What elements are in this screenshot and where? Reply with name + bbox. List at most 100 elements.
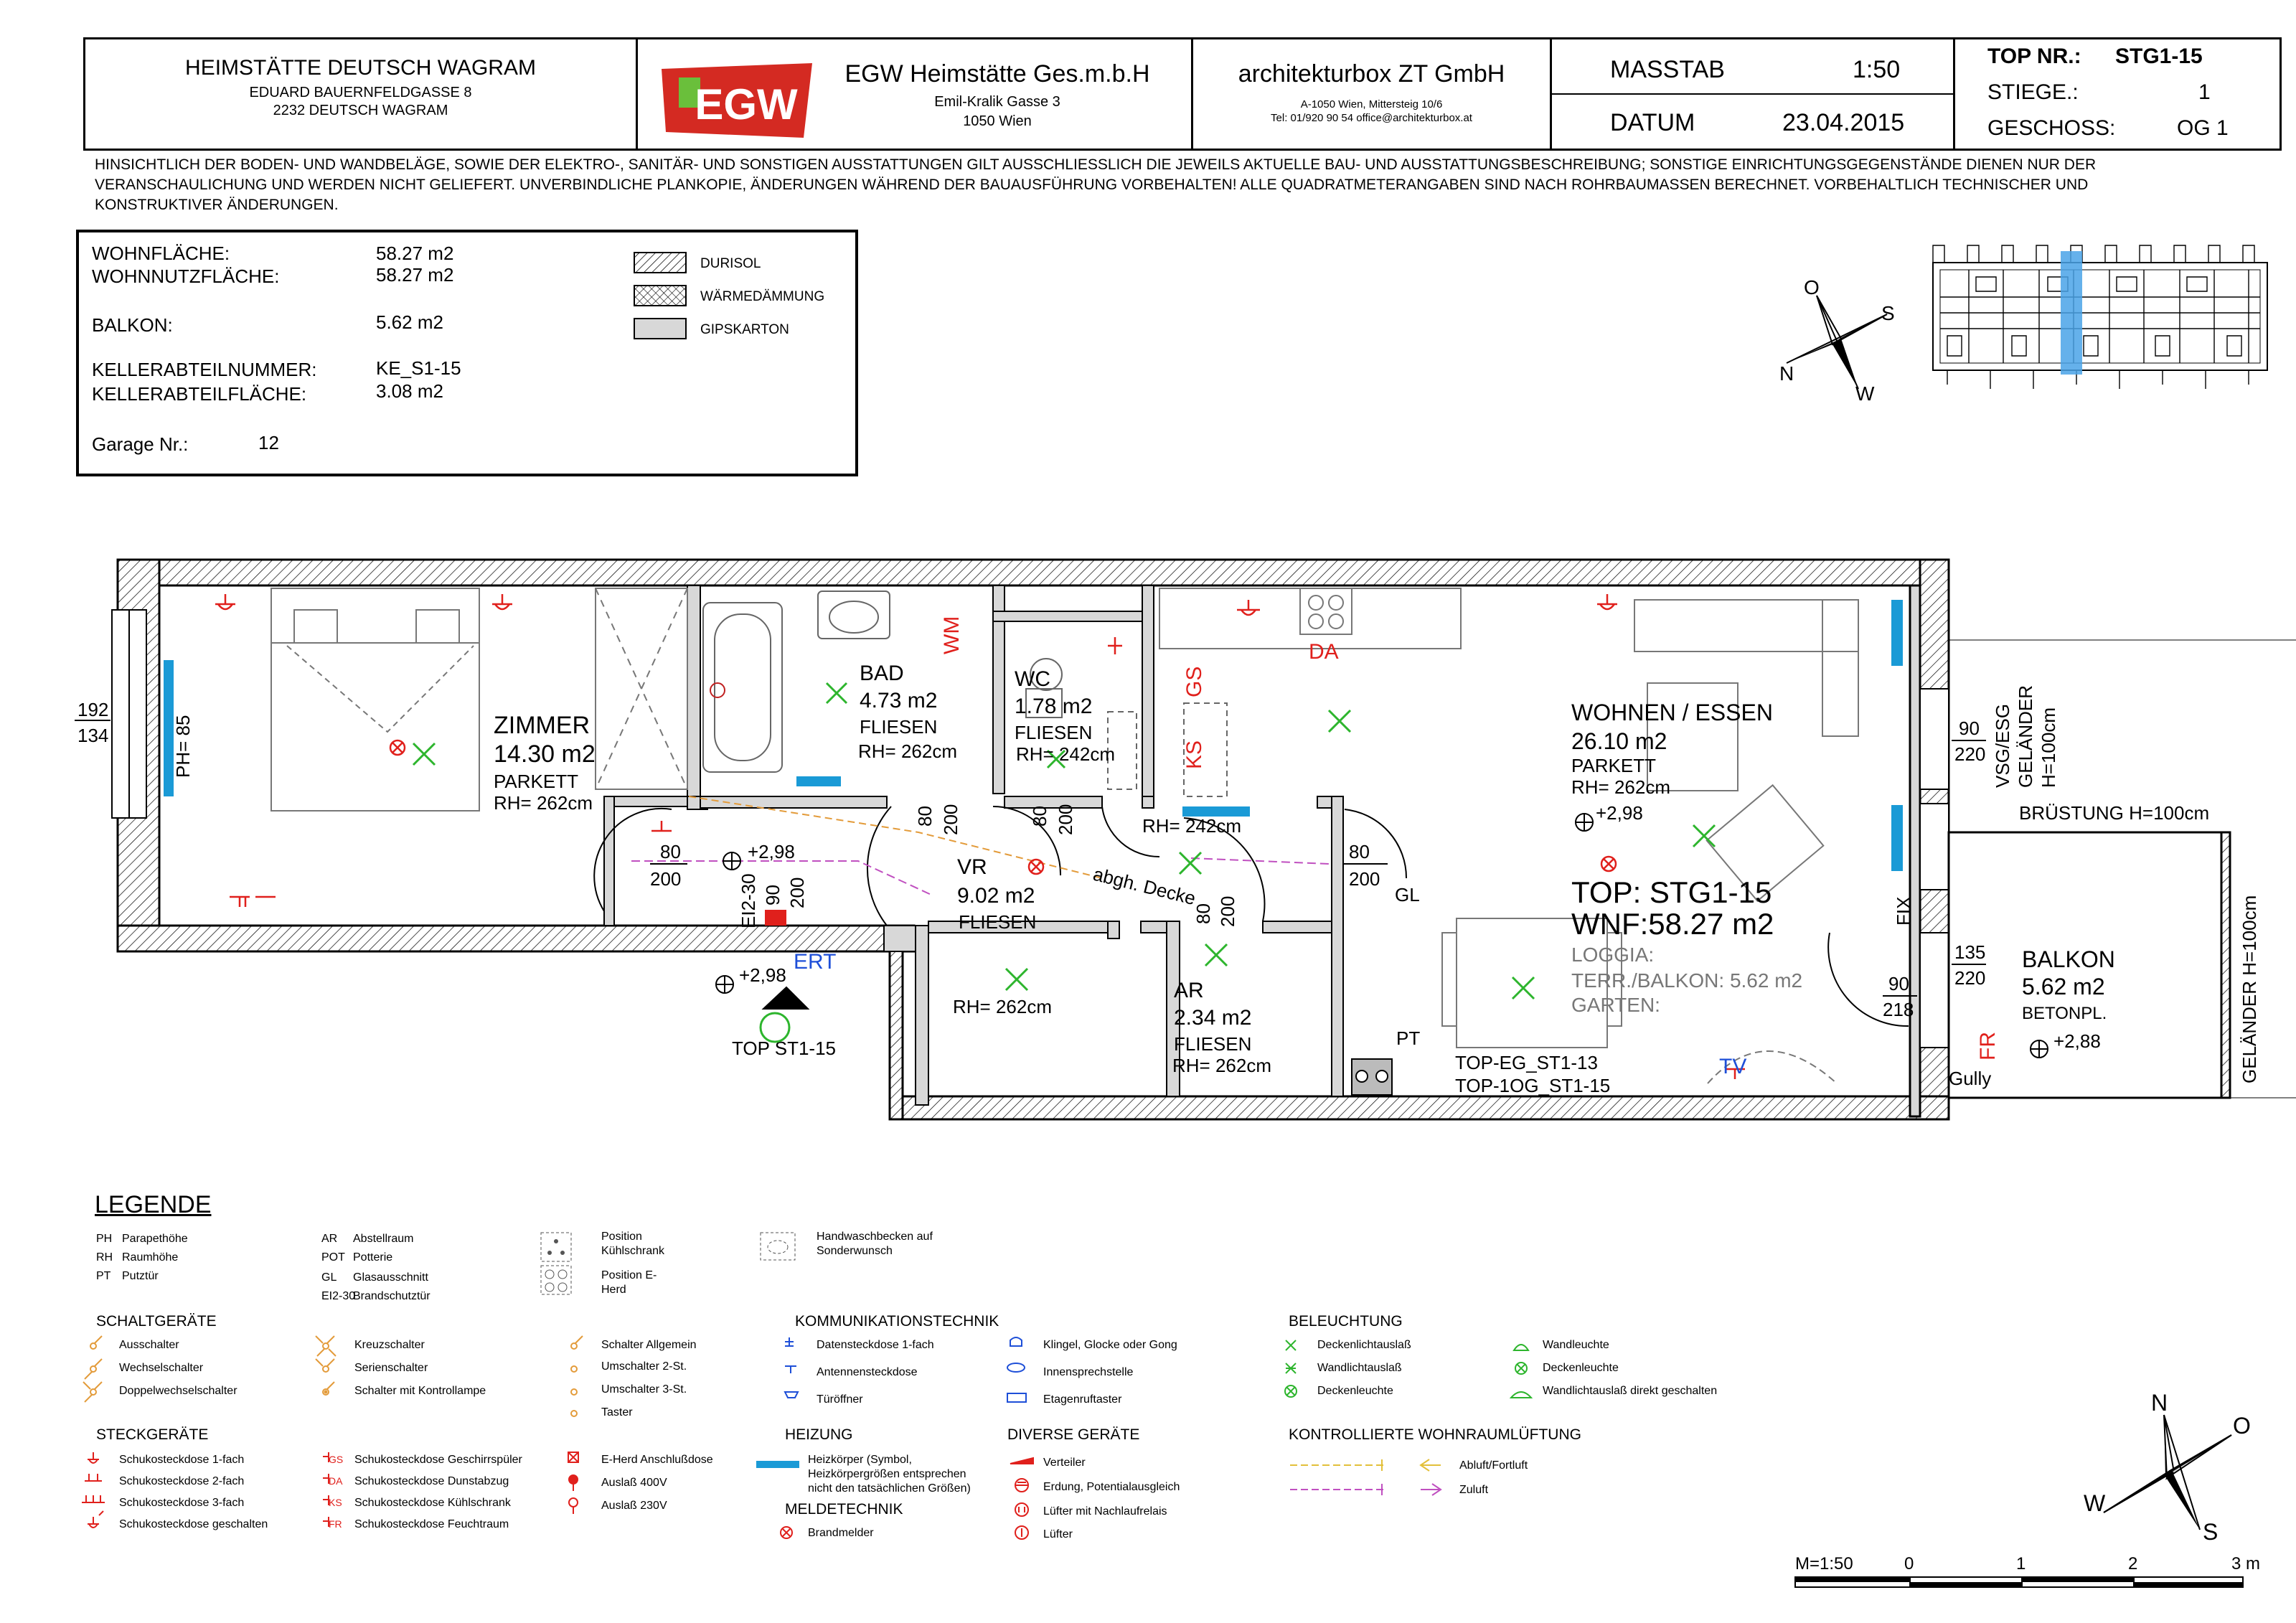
gs-code: GS: [1182, 667, 1206, 697]
schalt-2-2: Schalter mit Kontrollampe: [354, 1385, 486, 1397]
top-value: STG1-15: [2115, 44, 2203, 68]
steck-3-0: E-Herd Anschlußdose: [601, 1454, 713, 1466]
gipskarton-label: GIPSKARTON: [700, 322, 789, 337]
fire-alarms: [389, 739, 1617, 875]
wohnflaeche-label: WOHNFLÄCHE:: [92, 243, 230, 264]
schalt-2-0: Kreuzschalter: [354, 1339, 425, 1351]
vsg-gelaender: GELÄNDER: [2015, 685, 2036, 788]
rh-vr: RH= 242cm: [1142, 815, 1241, 837]
datum-label: DATUM: [1610, 109, 1695, 136]
handwasch-icon: [760, 1232, 796, 1261]
title-divider-4: [1953, 37, 1955, 151]
scale-tick-3: 3 m: [2231, 1554, 2261, 1573]
bal-door-top-width: 135: [1954, 941, 1985, 963]
steck-2-2: Schukosteckdose Kühlschrank: [354, 1497, 511, 1509]
wohnen-floor: PARKETT: [1571, 755, 1656, 776]
fr-code: FR: [1976, 1032, 2000, 1060]
wc-door-width: 80: [1029, 806, 1050, 827]
komm-icons: [784, 1337, 1027, 1403]
loggia-label: LOGGIA:: [1571, 944, 1654, 966]
owner-block: HEIMSTÄTTE DEUTSCH WAGRAM EDUARD BAUERNF…: [85, 56, 636, 119]
kellerfl-label: KELLERABTEILFLÄCHE:: [92, 383, 307, 405]
key-plan-highlight: [2061, 251, 2082, 375]
bruestung-label: BRÜSTUNG H=100cm: [2019, 802, 2209, 824]
wc-floor: FLIESEN: [1015, 722, 1092, 743]
brandmelder-icon: [780, 1526, 793, 1539]
wohnnutz-value: 58.27 m2: [376, 264, 454, 286]
room-ar: AR 2.34 m2 FLIESEN RH= 262cm: [1172, 979, 1271, 1076]
compass-large-o: O: [2233, 1413, 2251, 1439]
architect-name: architekturbox ZT GmbH: [1238, 60, 1505, 88]
light-outlets: [412, 682, 1716, 1000]
windows: [111, 609, 1949, 1048]
wc-area: 1.78 m2: [1015, 695, 1092, 718]
scale-tick-2: 2: [2128, 1554, 2138, 1573]
steck-1-0: Schukosteckdose 1-fach: [119, 1454, 245, 1466]
bad-door-height: 200: [940, 804, 961, 835]
abbr-pot-code: POT: [321, 1251, 345, 1264]
pos-kuehl-icon: [540, 1232, 572, 1295]
komm-2-1: Innensprechstelle: [1043, 1366, 1134, 1378]
compass-small: O S N W: [1779, 276, 1895, 402]
zimmer-furniture: [270, 588, 688, 812]
komm-2-2: Etagenruftaster: [1043, 1393, 1122, 1406]
door-swings: [593, 806, 1909, 1027]
zimmer-floor: PARKETT: [494, 771, 578, 792]
abbr-ph-text: Parapethöhe: [122, 1233, 188, 1245]
bal-door-width: 90: [1888, 973, 1909, 994]
living-furniture: [1159, 588, 1859, 1096]
abbr-rh-text: Raumhöhe: [122, 1251, 179, 1264]
gipskarton-swatch: [634, 318, 687, 339]
wm-code: WM: [940, 616, 964, 654]
title-divider-h: [1550, 93, 1954, 95]
compass-small-s: S: [1881, 302, 1895, 324]
abbr-rh-code: RH: [96, 1251, 113, 1264]
win-r-height: 220: [1954, 743, 1985, 765]
gully-label: Gully: [1949, 1068, 1991, 1089]
level-out: +2,98: [739, 964, 786, 986]
komm-1-0: Datensteckdose 1-fach: [817, 1339, 934, 1351]
architect-address: A-1050 Wien, Mittersteig 10/6: [1300, 98, 1443, 110]
door1-height: 200: [650, 868, 681, 890]
bel-2-0: Wandleuchte: [1543, 1339, 1609, 1351]
scale-bar: [1794, 1576, 2244, 1588]
parapet-height: PH= 85: [172, 715, 194, 778]
da-code: DA: [1309, 640, 1339, 664]
ar-rh: RH= 262cm: [1172, 1055, 1271, 1076]
fire-door-class: EI2-30: [738, 873, 759, 928]
pos-herd-label: Position E-Herd: [601, 1269, 657, 1296]
steck-2-3: Schukosteckdose Feuchtraum: [354, 1518, 509, 1530]
room-zimmer: ZIMMER 14.30 m2 PARKETT RH= 262cm: [494, 712, 596, 814]
key-plan: [1932, 245, 2268, 389]
heiz-line-0: Heizkörper (Symbol,: [808, 1454, 912, 1466]
vsg-height: H=100cm: [2038, 707, 2059, 788]
compass-small-n: N: [1779, 362, 1794, 385]
heiz-legend-swatch: [756, 1461, 799, 1468]
bel-title: BELEUCHTUNG: [1289, 1313, 1403, 1330]
title-divider-2: [1191, 37, 1193, 151]
stiege-label: STIEGE.:: [1987, 80, 2079, 104]
wc-door-height: 200: [1055, 804, 1076, 835]
top-1og-label: TOP-1OG_ST1-15: [1455, 1075, 1610, 1096]
window-height-bot: 134: [77, 725, 108, 746]
durisol-swatch: [634, 252, 687, 273]
steck-1-1: Schukosteckdose 2-fach: [119, 1475, 245, 1487]
bathroom-fixtures: [702, 591, 1228, 797]
win-r-width: 90: [1959, 718, 1980, 739]
rh-vr-2: RH= 262cm: [953, 996, 1052, 1017]
room-wohnen: WOHNEN / ESSEN 26.10 m2 PARKETT RH= 262c…: [1571, 700, 1773, 798]
vr-name: VR: [957, 855, 987, 879]
kellernr-label: KELLERABTEILNUMMER:: [92, 359, 317, 380]
wohnen-area: 26.10 m2: [1571, 728, 1667, 754]
material-swatches: DURISOL WÄRMEDÄMMUNG GIPSKARTON: [634, 252, 824, 339]
waermedaemmung-label: WÄRMEDÄMMUNG: [700, 289, 824, 304]
bad-name: BAD: [860, 662, 904, 685]
div-3: Lüfter: [1043, 1528, 1073, 1540]
terr-balkon-label: TERR./BALKON: 5.62 m2: [1571, 969, 1802, 992]
company-block: EGW Heimstätte Ges.m.b.H Emil-Kralik Gas…: [818, 60, 1177, 130]
bal-door-top-height: 220: [1954, 967, 1985, 989]
owner-street: EDUARD BAUERNFELDGASSE 8: [249, 85, 472, 100]
tv-label: TV: [1719, 1055, 1746, 1078]
compass-small-o: O: [1804, 276, 1820, 298]
egw-logo: EGW: [662, 63, 812, 138]
